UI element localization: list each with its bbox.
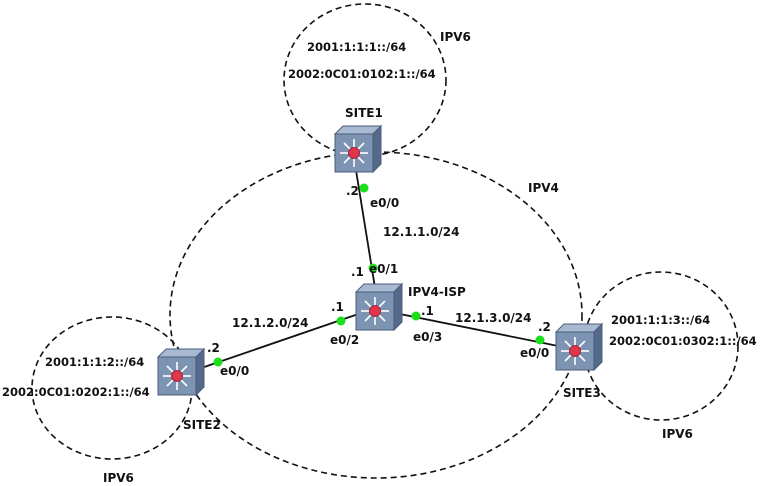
site1-ipv6-label: IPV6 [440, 30, 471, 44]
site3-ipv6-cloud [583, 271, 739, 421]
isp-label: IPV4-ISP [408, 285, 466, 299]
site3-ipv6-label: IPV6 [662, 427, 693, 441]
site3-label: SITE3 [563, 386, 601, 400]
site1-label: SITE1 [345, 106, 383, 120]
site2-port-label: e0/0 [220, 364, 250, 378]
isp-port-label-e0-1: e0/1 [369, 262, 399, 276]
port-dot-isp-e0-3 [411, 311, 421, 321]
subnet-site1-isp: 12.1.1.0/24 [383, 225, 460, 239]
site2-prefix-2: 2002:0C01:0202:1::/64 [2, 385, 150, 399]
isp-port-label-e0-2: e0/2 [330, 333, 360, 347]
site3-prefix-2: 2002:0C01:0302:1::/64 [609, 334, 757, 348]
port-dot-isp-e0-2 [336, 316, 346, 326]
link-site1-isp [353, 157, 378, 301]
site3-prefix-1: 2001:1:1:3::/64 [611, 313, 711, 327]
site3-host-octet: .2 [538, 320, 551, 334]
isp-port-label-e0-3: e0/3 [413, 330, 443, 344]
port-dot-isp-e0-1 [368, 263, 378, 273]
site2-host-octet: .2 [207, 341, 220, 355]
multilayer-switch-icon[interactable] [157, 348, 205, 396]
multilayer-switch-icon[interactable] [334, 125, 382, 173]
subnet-isp-site2: 12.1.2.0/24 [232, 316, 309, 330]
isp-host-octet-e0-2: .1 [331, 300, 344, 314]
isp-host-octet-e0-3: .1 [421, 304, 434, 318]
isp-host-octet-e0-1: .1 [351, 265, 364, 279]
site2-label: SITE2 [183, 418, 221, 432]
site1-prefix-1: 2001:1:1:1::/64 [307, 40, 407, 54]
ipv4-cloud-label: IPV4 [528, 181, 559, 195]
site3-port-label: e0/0 [520, 346, 550, 360]
site1-host-octet: .2 [346, 184, 359, 198]
multilayer-switch-icon[interactable] [555, 323, 603, 371]
site2-prefix-1: 2001:1:1:2::/64 [45, 355, 145, 369]
port-dot-site2-e0-0 [213, 357, 223, 367]
multilayer-switch-icon[interactable] [355, 283, 403, 331]
site1-port-label: e0/0 [370, 196, 400, 210]
site1-prefix-2: 2002:0C01:0102:1::/64 [288, 67, 436, 81]
port-dot-site3-e0-0 [535, 335, 545, 345]
site2-ipv6-label: IPV6 [103, 471, 134, 485]
port-dot-site1-e0-0 [359, 183, 369, 193]
subnet-isp-site3: 12.1.3.0/24 [455, 311, 532, 325]
